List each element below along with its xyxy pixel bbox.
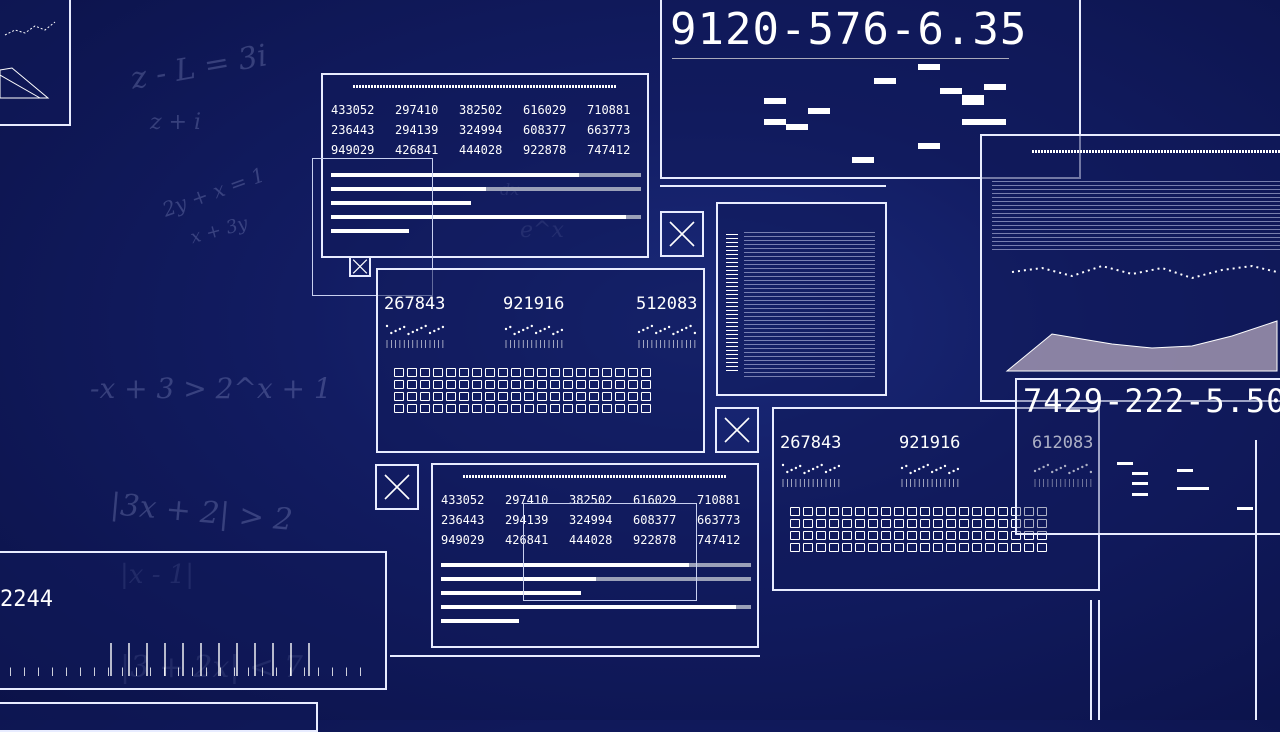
- table-cell: 663773: [587, 123, 631, 137]
- overlay-frame: [312, 158, 433, 296]
- progress-bar: [331, 215, 641, 219]
- table-cell: 426841: [505, 533, 549, 547]
- math-note: z - L = 3i: [128, 38, 270, 97]
- metric-value: 921916: [503, 294, 565, 314]
- progress-bar: [331, 173, 641, 177]
- table-cell: 426841: [395, 143, 439, 157]
- table-cell: 608377: [523, 123, 567, 137]
- table-cell: 747412: [697, 533, 741, 547]
- table-cell: 922878: [633, 533, 677, 547]
- math-note: x + 3y: [188, 212, 251, 249]
- table-cell: 444028: [459, 143, 503, 157]
- sparkline: [781, 463, 841, 487]
- math-note: |3x + 2| > 2: [108, 487, 294, 538]
- sparkline: [637, 324, 697, 348]
- close-box-icon[interactable]: [349, 256, 371, 277]
- table-cell: 710881: [587, 103, 631, 117]
- progress-bar: [331, 187, 641, 191]
- table-cell: 294139: [395, 123, 439, 137]
- sparkline-panel: 267843 921916 612083: [772, 407, 1100, 591]
- table-cell: 663773: [697, 513, 741, 527]
- sparkline-panel: 267843 921916 512083: [376, 268, 705, 453]
- table-cell: 949029: [441, 533, 485, 547]
- table-cell: 710881: [697, 493, 741, 507]
- cell-grid: [790, 507, 1047, 552]
- code-display-value: 7429-222-5.50: [1023, 382, 1280, 420]
- table-cell: 433052: [331, 103, 375, 117]
- value-ruler-panel: 2244: [0, 551, 387, 690]
- math-note: -x + 3 > 2^x + 1: [90, 372, 332, 405]
- math-note: 2y + x = 1: [159, 162, 268, 222]
- metric-value: 267843: [384, 294, 446, 314]
- table-cell: 949029: [331, 143, 375, 157]
- table-cell: 444028: [569, 533, 613, 547]
- table-cell: 297410: [395, 103, 439, 117]
- metric-value: 612083: [1032, 433, 1094, 453]
- sparkline: [385, 324, 445, 348]
- code-display-panel-right: 7429-222-5.50: [1015, 378, 1280, 535]
- close-box-icon[interactable]: [375, 464, 419, 510]
- data-table-panel: 433052 297410 382502 616029 710881 236443 2941…: [321, 73, 649, 258]
- close-box-icon[interactable]: [715, 407, 759, 453]
- bottom-panel: [0, 702, 318, 732]
- metric-value: 512083: [636, 294, 698, 314]
- close-box-icon[interactable]: [660, 211, 704, 257]
- table-cell: 324994: [459, 123, 503, 137]
- area-chart-icon: [0, 21, 56, 99]
- code-display-value: 9120-576-6.35: [670, 4, 1028, 55]
- document-panel: [716, 202, 887, 396]
- report-panel: [980, 134, 1280, 402]
- math-note: z + i: [150, 110, 202, 135]
- table-cell: 922878: [523, 143, 567, 157]
- table-cell: 747412: [587, 143, 631, 157]
- table-cell: 294139: [505, 513, 549, 527]
- table-cell: 236443: [331, 123, 375, 137]
- progress-bar: [441, 591, 581, 595]
- progress-bar: [331, 201, 471, 205]
- progress-bar: [331, 229, 409, 233]
- progress-bar: [441, 577, 751, 581]
- progress-bar: [441, 619, 519, 623]
- cell-grid: [394, 368, 651, 413]
- metric-value: 267843: [780, 433, 842, 453]
- metric-value: 921916: [899, 433, 961, 453]
- sparkline: [900, 463, 960, 487]
- ruler-value: 2244: [0, 587, 53, 612]
- table-cell: 616029: [523, 103, 567, 117]
- table-cell: 433052: [441, 493, 485, 507]
- overlay-frame: [523, 503, 697, 601]
- table-cell: 608377: [633, 513, 677, 527]
- number-table: 433052 297410 382502 616029 710881 236443 2941…: [331, 103, 651, 157]
- table-cell: 382502: [459, 103, 503, 117]
- area-chart-icon: [1005, 264, 1278, 372]
- progress-bar: [441, 605, 751, 609]
- progress-bar: [441, 563, 751, 567]
- table-cell: 236443: [441, 513, 485, 527]
- corner-chart-panel: [0, 0, 71, 126]
- sparkline: [1033, 463, 1093, 487]
- sparkline: [504, 324, 564, 348]
- table-cell: 324994: [569, 513, 613, 527]
